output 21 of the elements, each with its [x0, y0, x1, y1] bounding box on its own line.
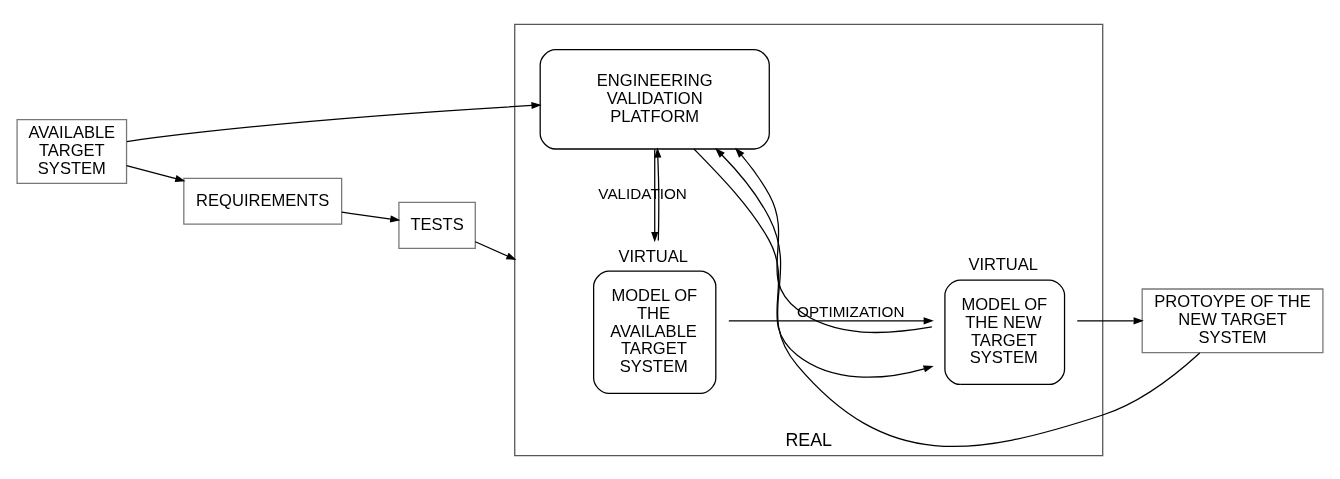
node-box: AVAILABLE TARGET SYSTEM	[16, 118, 128, 184]
node-box: REQUIREMENTS	[183, 177, 343, 225]
arrow	[693, 147, 934, 378]
arrow	[651, 148, 659, 242]
arrow	[734, 147, 933, 333]
arrow	[125, 164, 186, 182]
node-box: TESTS	[398, 201, 476, 249]
node-box: ENGINEERING VALIDATION PLATFORM	[539, 48, 770, 150]
edge-label: OPTIMIZATION	[797, 301, 905, 319]
node-label: VIRTUAL	[618, 246, 688, 266]
arrow	[715, 147, 1201, 447]
arrow	[341, 211, 401, 222]
node-box: MODEL OF THE NEW TARGET SYSTEM	[944, 278, 1066, 385]
arrow	[474, 240, 517, 260]
node-box: PROTOYPE OF THE NEW TARGET SYSTEM	[1141, 287, 1324, 353]
arrow	[126, 101, 542, 142]
arrow	[654, 146, 662, 241]
node-label: VIRTUAL	[968, 254, 1038, 274]
node-box: MODEL OF THE AVAILABLE TARGET SYSTEM	[593, 270, 717, 394]
arrow	[728, 316, 934, 324]
arrow	[1076, 316, 1144, 324]
